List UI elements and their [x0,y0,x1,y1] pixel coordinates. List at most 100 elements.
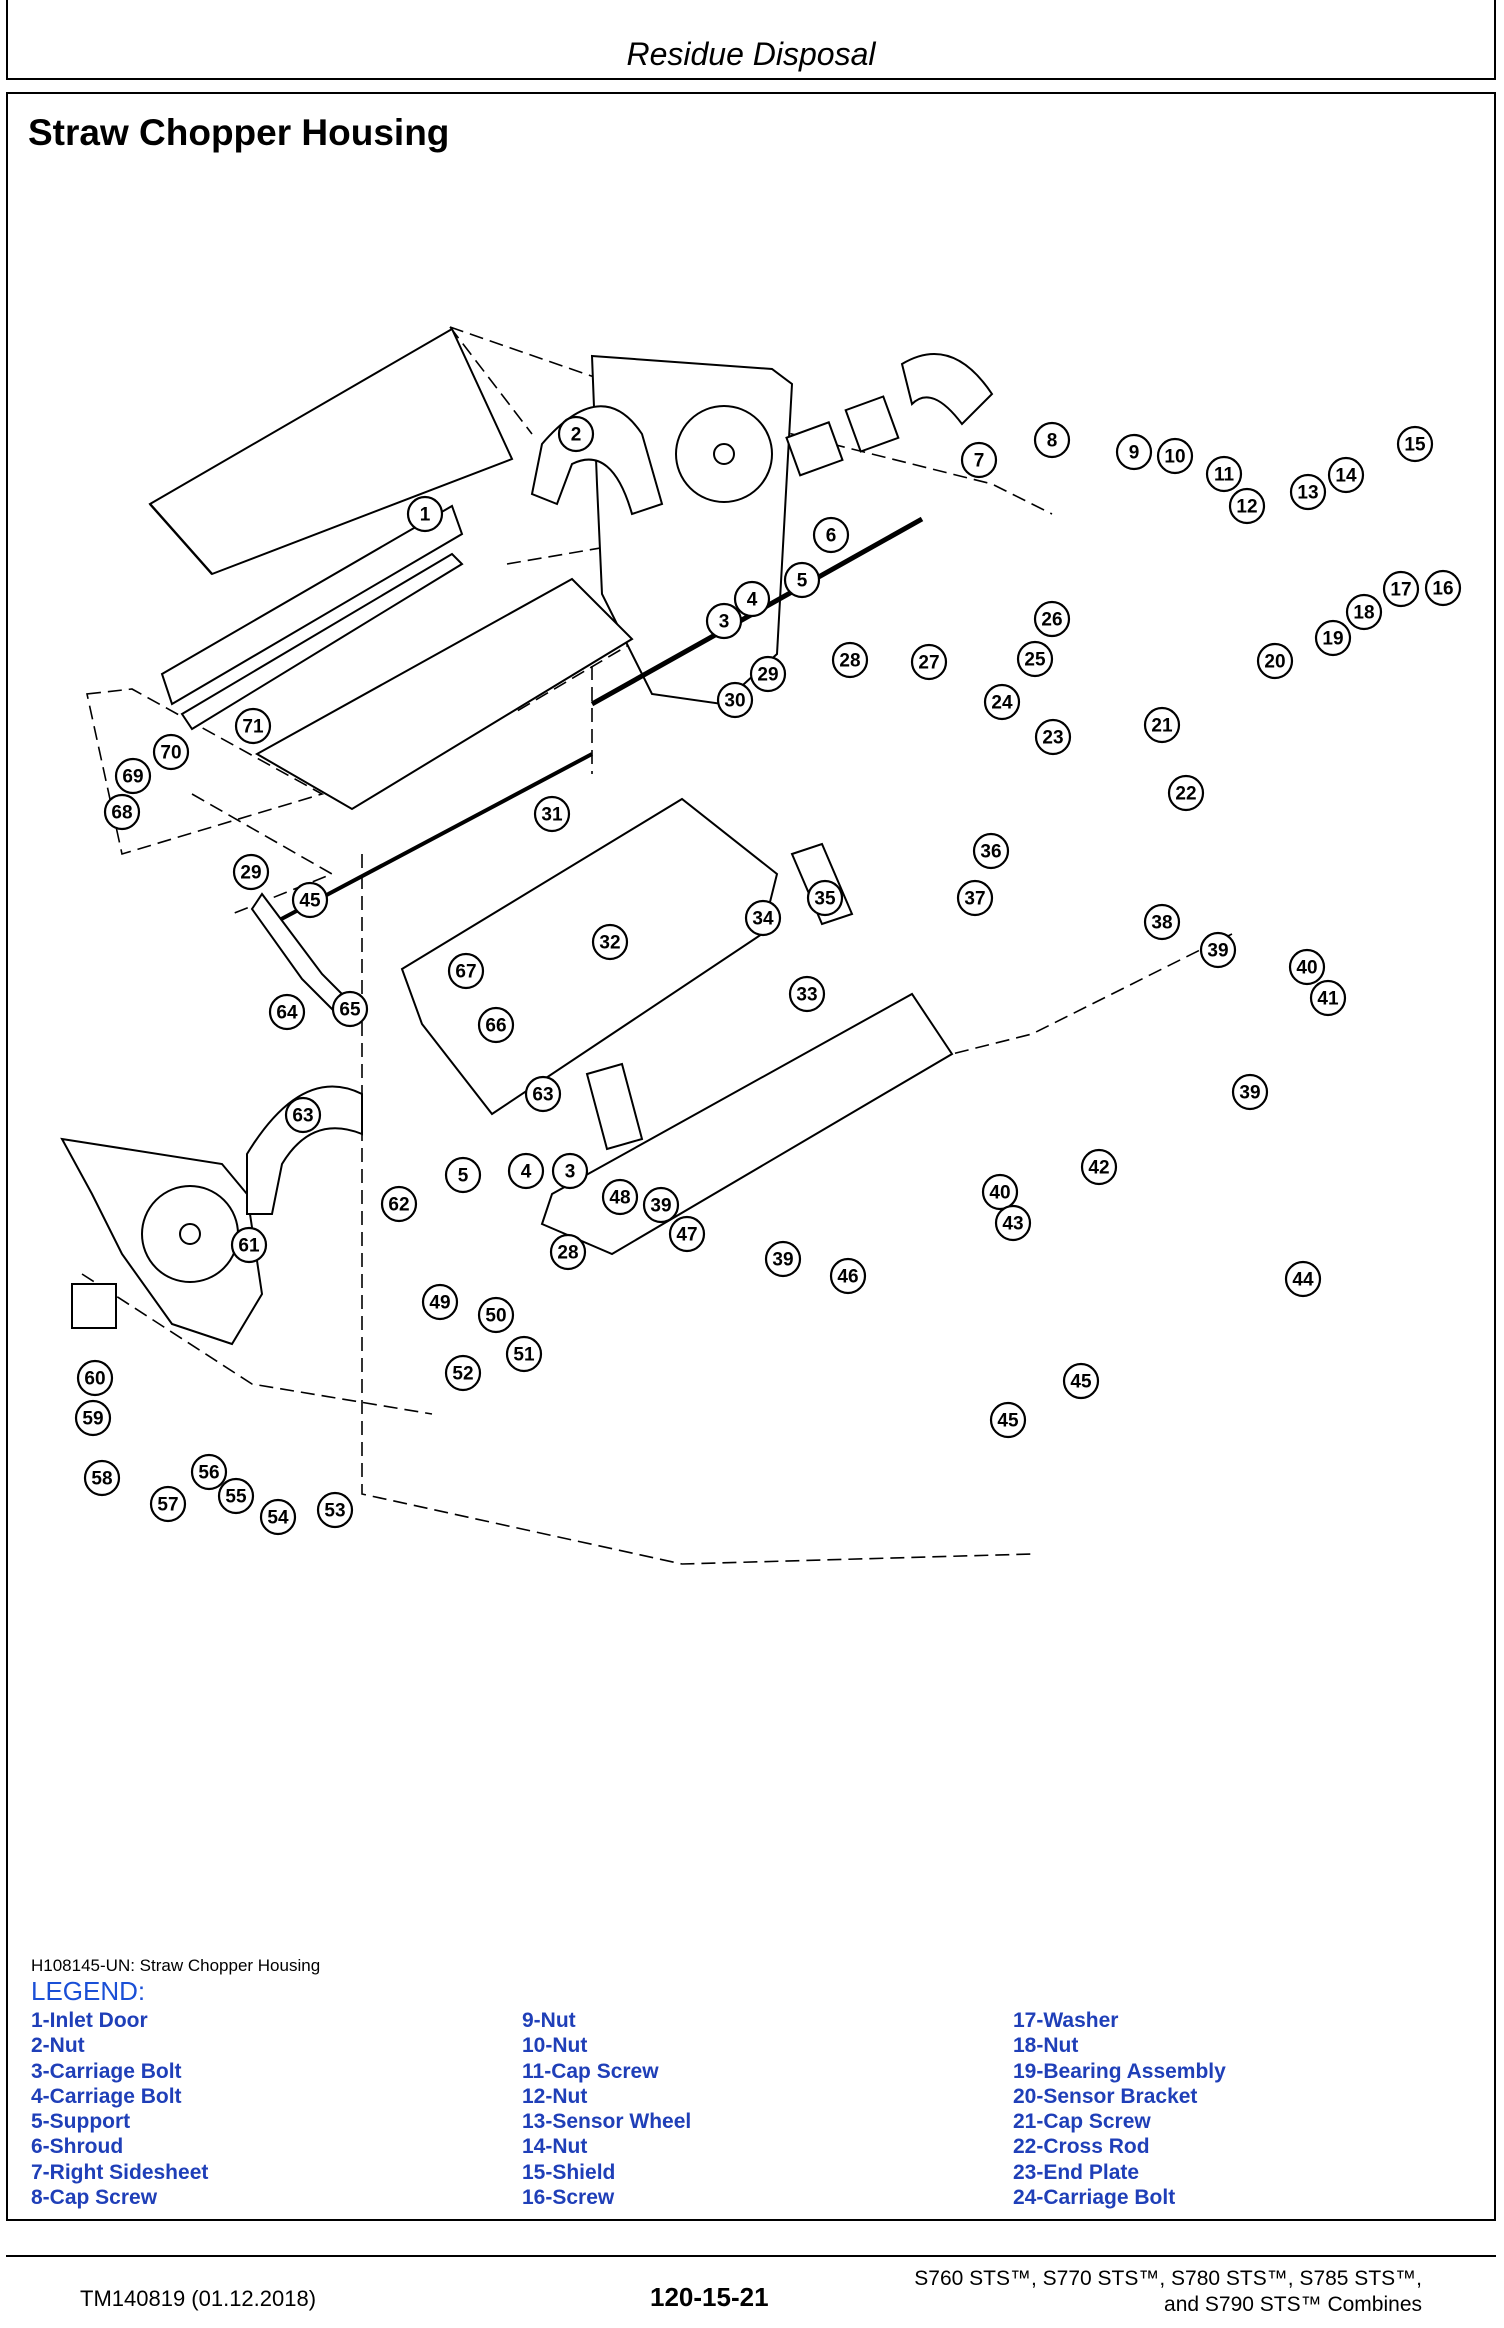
main-content: Straw Chopper Housing [6,92,1496,2221]
legend-item: 4-Carriage Bolt [31,2084,182,2108]
callout-1: 1 [406,495,444,533]
legend-item: 5-Support [31,2110,131,2134]
svg-text:71: 71 [242,717,264,738]
callout-53: 53 [316,1491,354,1529]
svg-text:49: 49 [429,1293,450,1314]
callout-25: 25 [1016,640,1054,678]
callout-65: 65 [331,990,369,1028]
callout-40: 40 [981,1173,1019,1211]
legend-item: 10-Nut [522,2034,588,2058]
svg-text:5: 5 [797,571,808,592]
figure-caption: H108145-UN: Straw Chopper Housing [31,1956,321,1975]
legend-item: 13-Sensor Wheel [522,2110,692,2134]
callout-16: 16 [1424,569,1462,607]
legend-item: 23-End Plate [1013,2160,1140,2184]
grate-part [254,577,634,811]
svg-text:53: 53 [324,1501,345,1522]
legend-item: 15-Shield [522,2160,616,2184]
callout-39: 39 [1199,931,1237,969]
callout-35: 35 [806,879,844,917]
callout-48: 48 [601,1178,639,1216]
callout-20: 20 [1256,642,1294,680]
callout-23: 23 [1034,718,1072,756]
svg-text:8: 8 [1047,431,1058,452]
legend-item: 14-Nut [522,2135,588,2159]
legend-item: 3-Carriage Bolt [31,2059,182,2083]
callout-15: 15 [1396,425,1434,463]
svg-text:12: 12 [1236,497,1257,518]
svg-text:26: 26 [1041,610,1062,631]
left-shroud-part [246,1085,363,1215]
svg-text:45: 45 [997,1411,1019,1432]
section-title: Straw Chopper Housing [28,112,450,153]
svg-text:68: 68 [111,803,132,824]
callout-69: 69 [114,757,152,795]
callout-47: 47 [668,1215,706,1253]
footer-models: S760 STS™, S770 STS™, S780 STS™, S785 ST… [914,2266,1422,2318]
svg-text:62: 62 [388,1195,409,1216]
svg-text:29: 29 [240,863,261,884]
footer-divider [6,2255,1496,2257]
svg-text:36: 36 [980,842,1001,863]
callout-55: 55 [217,1477,255,1515]
callout-67: 67 [447,952,485,990]
svg-text:46: 46 [837,1267,858,1288]
callout-64: 64 [268,993,306,1031]
callout-9: 9 [1115,433,1153,471]
svg-text:35: 35 [814,889,836,910]
svg-text:39: 39 [650,1196,671,1217]
svg-text:32: 32 [599,933,620,954]
callout-45: 45 [291,881,329,919]
svg-text:11: 11 [1214,465,1235,486]
svg-text:56: 56 [198,1463,219,1484]
footer-models-line2: and S790 STS™ Combines [1164,2293,1422,2316]
support-channel-part [180,552,464,731]
callout-45: 45 [989,1401,1027,1439]
svg-text:24: 24 [991,693,1013,714]
legend-column-2: 9-Nut 10-Nut 11-Cap Screw 12-Nut 13-Sens… [522,2008,691,2210]
callout-38: 38 [1143,903,1181,941]
svg-text:48: 48 [609,1188,630,1209]
svg-text:39: 39 [1239,1083,1260,1104]
knife-bank-part [160,504,464,706]
callout-62: 62 [380,1185,418,1223]
svg-text:23: 23 [1042,728,1063,749]
legend-item: 11-Cap Screw [522,2059,659,2083]
callout-46: 46 [829,1257,867,1295]
svg-text:21: 21 [1151,716,1173,737]
callout-45: 45 [1062,1362,1100,1400]
shield-part [785,353,994,477]
svg-text:6: 6 [826,526,837,547]
callout-31: 31 [533,795,571,833]
callout-30: 30 [716,681,754,719]
callout-4: 4 [507,1152,545,1190]
callout-14: 14 [1327,456,1365,494]
legend-item: 8-Cap Screw [31,2186,158,2210]
callout-32: 32 [591,923,629,961]
callout-2: 2 [557,415,595,453]
left-sidesheet-part [60,1137,264,1346]
legend-item: 19-Bearing Assembly [1013,2059,1226,2083]
footer-doc-id: TM140819 (01.12.2018) [80,2286,317,2311]
callout-36: 36 [972,832,1010,870]
legend-item: 21-Cap Screw [1013,2110,1151,2134]
svg-text:5: 5 [458,1166,469,1187]
legend-item: 22-Cross Rod [1013,2135,1150,2159]
svg-text:20: 20 [1264,652,1285,673]
callout-5: 5 [444,1156,482,1194]
callout-51: 51 [505,1335,543,1373]
svg-text:22: 22 [1175,784,1196,805]
svg-text:67: 67 [455,962,476,983]
svg-text:27: 27 [918,653,939,674]
callout-41: 41 [1309,979,1347,1017]
callout-17: 17 [1382,570,1420,608]
svg-text:15: 15 [1404,435,1426,456]
callout-50: 50 [477,1296,515,1334]
svg-text:19: 19 [1322,629,1343,650]
callout-8: 8 [1033,421,1071,459]
svg-text:59: 59 [82,1409,103,1430]
svg-text:1: 1 [420,505,431,526]
svg-text:7: 7 [974,451,985,472]
svg-text:29: 29 [757,665,778,686]
